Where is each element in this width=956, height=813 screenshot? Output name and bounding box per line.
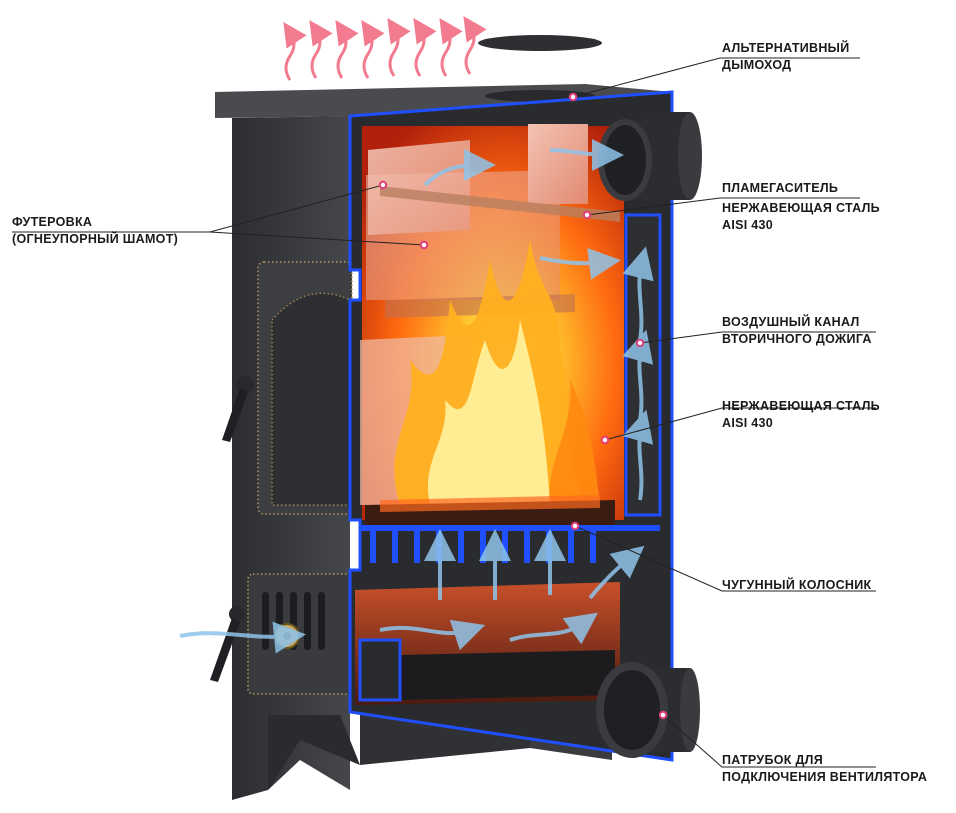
- door-handle-icon[interactable]: [222, 376, 254, 442]
- callout-markers: [378, 92, 668, 720]
- label-fan-pipe-line2: ПОДКЛЮЧЕНИЯ ВЕНТИЛЯТОРА: [722, 770, 928, 784]
- leader-lines: [12, 57, 876, 768]
- chimney-lid: [478, 35, 602, 51]
- label-stainless: НЕРЖАВЕЮЩАЯ СТАЛЬ AISI 430: [722, 398, 880, 432]
- door-window: [271, 292, 351, 506]
- label-stainless-line1: НЕРЖАВЕЮЩАЯ СТАЛЬ: [722, 399, 880, 413]
- label-fan-pipe: ПАТРУБОК ДЛЯ ПОДКЛЮЧЕНИЯ ВЕНТИЛЯТОРА: [722, 752, 927, 786]
- label-air-channel: ВОЗДУШНЫЙ КАНАЛ ВТОРИЧНОГО ДОЖИГА: [722, 314, 872, 348]
- heat-wave-icon: [283, 16, 487, 81]
- label-grate: ЧУГУННЫЙ КОЛОСНИК: [722, 577, 871, 594]
- label-flame-arrester-line3: AISI 430: [722, 218, 774, 232]
- label-lining: ФУТЕРОВКА (ОГНЕУПОРНЫЙ ШАМОТ): [12, 214, 178, 248]
- brick-upper-right: [528, 124, 588, 204]
- secondary-air-channel: [624, 213, 662, 517]
- flame-arrester-plate: [380, 186, 620, 222]
- stove-base: [268, 715, 360, 790]
- label-alt-chimney-line2: ДЫМОХОД: [722, 58, 792, 72]
- label-lining-line2: (ОГНЕУПОРНЫЙ ШАМОТ): [12, 232, 179, 246]
- label-flame-arrester: ПЛАМЕГАСИТЕЛЬ НЕРЖАВЕЮЩАЯ СТАЛЬ AISI 430: [722, 180, 880, 234]
- label-flame-arrester-line2: НЕРЖАВЕЮЩАЯ СТАЛЬ: [722, 201, 880, 215]
- label-air-channel-line2: ВТОРИЧНОГО ДОЖИГА: [722, 332, 872, 346]
- alt-chimney-pipe: [598, 112, 702, 201]
- label-fan-pipe-line1: ПАТРУБОК ДЛЯ: [722, 753, 824, 767]
- label-flame-arrester-line1: ПЛАМЕГАСИТЕЛЬ: [722, 181, 839, 195]
- fan-pipe: [596, 662, 700, 758]
- label-stainless-line2: AISI 430: [722, 416, 774, 430]
- flames: [394, 240, 600, 505]
- label-alt-chimney: АЛЬТЕРНАТИВНЫЙ ДЫМОХОД: [722, 40, 850, 74]
- label-air-channel-line1: ВОЗДУШНЫЙ КАНАЛ: [722, 315, 860, 329]
- air-flow-arrow-icon: [179, 138, 654, 654]
- label-alt-chimney-line1: АЛЬТЕРНАТИВНЫЙ: [722, 41, 850, 55]
- label-lining-line1: ФУТЕРОВКА: [12, 215, 93, 229]
- label-grate-line1: ЧУГУННЫЙ КОЛОСНИК: [722, 578, 872, 592]
